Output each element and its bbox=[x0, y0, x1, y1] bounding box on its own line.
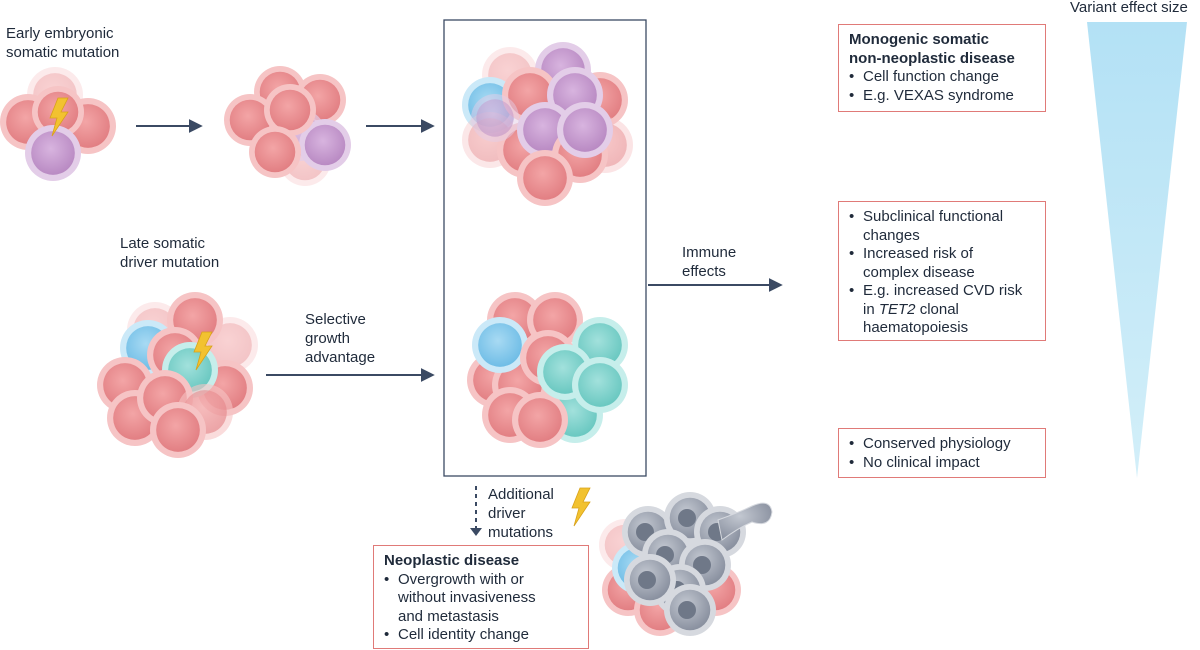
selective-growth-label: Selective growth advantage bbox=[305, 311, 376, 366]
tet2-gene-name: TET2 bbox=[878, 300, 916, 318]
list-item: No clinical impact bbox=[849, 454, 1035, 473]
early-mutation-label: Early embryonic somatic mutation bbox=[6, 25, 120, 61]
list-item: E.g. VEXAS syndrome bbox=[849, 87, 1035, 106]
cell-nucleus bbox=[636, 523, 654, 541]
cell-bleb bbox=[717, 502, 773, 541]
neoplastic-disease-box: Neoplastic disease Overgrowth with or wi… bbox=[373, 545, 589, 649]
variant-effect-size-label: Variant effect size bbox=[1070, 0, 1188, 16]
teal-cell-body bbox=[578, 323, 622, 367]
purple-cell-body bbox=[304, 124, 346, 166]
list-item: E.g. increased CVD risk in TET2 clonal h… bbox=[849, 282, 1035, 338]
list-item: Cell function change bbox=[849, 68, 1035, 87]
blue-cell-body bbox=[478, 323, 522, 367]
early-expanded-cell-cluster bbox=[224, 66, 351, 186]
late-mutation-cell-cluster bbox=[97, 292, 258, 458]
cell-nucleus bbox=[638, 571, 656, 589]
red-cell-body bbox=[254, 131, 296, 173]
tissue-frame bbox=[443, 19, 647, 477]
list-item: Cell identity change bbox=[384, 626, 578, 645]
cell-nucleus bbox=[678, 601, 696, 619]
cell-nucleus bbox=[678, 509, 696, 527]
red-cell-body bbox=[156, 408, 200, 452]
lightning-bolt-icon bbox=[49, 97, 69, 137]
red-cell-body bbox=[269, 89, 311, 131]
cell-nucleus bbox=[693, 556, 711, 574]
monogenic-disease-title: Monogenic somatic non-neoplastic disease bbox=[849, 31, 1015, 67]
dashed-arrow-head bbox=[470, 528, 482, 536]
neoplastic-cell-cluster bbox=[599, 492, 773, 636]
variant-effect-size-triangle bbox=[1087, 22, 1187, 478]
red-cell-body bbox=[518, 398, 562, 442]
subclinical-effects-box: Subclinical functional changes Increased… bbox=[838, 201, 1046, 341]
conserved-physiology-box: Conserved physiology No clinical impact bbox=[838, 428, 1046, 478]
list-item: Increased risk of complex disease bbox=[849, 245, 1035, 282]
monogenic-disease-box: Monogenic somatic non-neoplastic disease… bbox=[838, 24, 1046, 112]
purple-cell-body bbox=[563, 108, 607, 152]
immune-effects-label: Immune effects bbox=[682, 244, 737, 280]
teal-cell-body bbox=[578, 363, 622, 407]
purple-cell-body bbox=[31, 131, 75, 175]
clonal-expansion-cell-cluster bbox=[467, 292, 628, 448]
late-mutation-label: Late somatic driver mutation bbox=[120, 235, 220, 271]
list-item: Overgrowth with or without invasiveness … bbox=[384, 571, 578, 627]
red-cell-body bbox=[229, 99, 271, 141]
neoplastic-disease-title: Neoplastic disease bbox=[384, 552, 520, 569]
purple-cell-body bbox=[476, 99, 514, 137]
red-cell-body bbox=[523, 156, 567, 200]
list-item: Conserved physiology bbox=[849, 435, 1035, 454]
lightning-bolt-icon bbox=[571, 487, 591, 527]
list-item: Subclinical functional changes bbox=[849, 208, 1035, 245]
additional-mutations-label: Additional driver mutations bbox=[488, 486, 554, 541]
mosaic-cell-cluster bbox=[462, 42, 633, 206]
lightning-bolt-icon bbox=[193, 331, 213, 371]
